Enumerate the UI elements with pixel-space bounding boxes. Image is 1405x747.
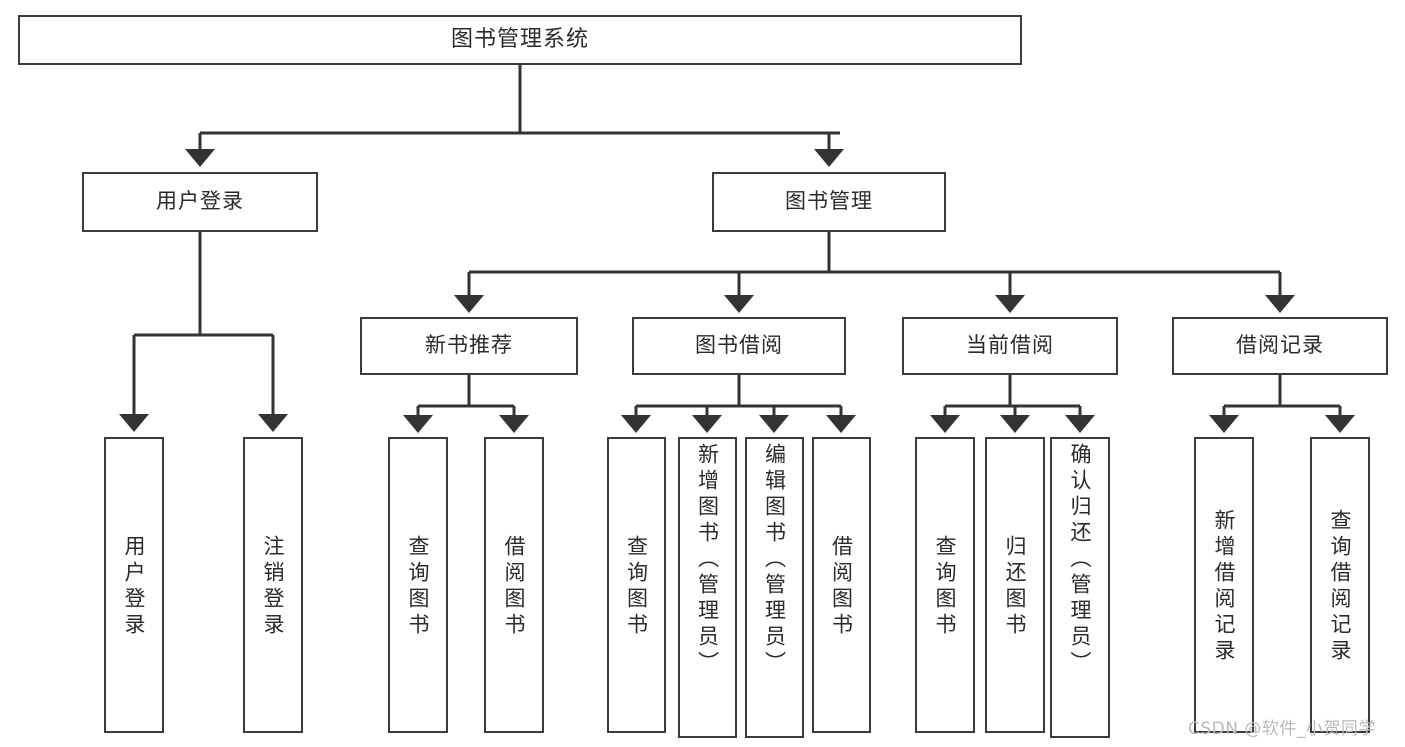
node-leaf-add-book[interactable]: 新增图书（管理员） bbox=[678, 437, 737, 738]
node-book-borrow[interactable]: 图书借阅 bbox=[632, 317, 846, 375]
leaf-inner: 新增图书（管理员） bbox=[680, 443, 735, 736]
node-leaf-add-record-label: 新增借阅记录 bbox=[1212, 509, 1237, 665]
node-leaf-borrow-book[interactable]: 借阅图书 bbox=[812, 437, 871, 733]
leaf-inner: 查询图书 bbox=[390, 443, 446, 731]
node-leaf-borrow-book-rec[interactable]: 借阅图书 bbox=[484, 437, 544, 733]
node-current-borrow[interactable]: 当前借阅 bbox=[902, 317, 1118, 375]
node-leaf-return-book-label: 归还图书 bbox=[1003, 535, 1028, 639]
node-leaf-query-book-borrow[interactable]: 查询图书 bbox=[607, 437, 666, 733]
node-borrow-record[interactable]: 借阅记录 bbox=[1172, 317, 1388, 375]
leaf-inner: 编辑图书（管理员） bbox=[747, 443, 802, 736]
node-leaf-confirm-return[interactable]: 确认归还（管理员） bbox=[1050, 437, 1110, 738]
watermark: CSDN @软件_小贺同学 bbox=[1188, 719, 1376, 739]
leaf-inner: 借阅图书 bbox=[814, 443, 869, 731]
node-leaf-query-record-label: 查询借阅记录 bbox=[1328, 509, 1353, 665]
node-leaf-query-book-rec-label: 查询图书 bbox=[406, 535, 431, 639]
node-leaf-edit-book[interactable]: 编辑图书（管理员） bbox=[745, 437, 804, 738]
node-book-borrow-label: 图书借阅 bbox=[695, 333, 783, 358]
node-new-book-rec[interactable]: 新书推荐 bbox=[360, 317, 578, 375]
leaf-inner: 用户登录 bbox=[106, 443, 162, 731]
node-leaf-add-book-label: 新增图书（管理员） bbox=[695, 443, 720, 677]
node-leaf-borrow-book-rec-label: 借阅图书 bbox=[502, 535, 527, 639]
node-leaf-logout[interactable]: 注销登录 bbox=[243, 437, 303, 733]
node-leaf-borrow-book-label: 借阅图书 bbox=[829, 535, 854, 639]
node-leaf-query-book-borrow-label: 查询图书 bbox=[624, 535, 649, 639]
node-book-manage[interactable]: 图书管理 bbox=[712, 172, 946, 232]
node-leaf-user-login[interactable]: 用户登录 bbox=[104, 437, 164, 733]
node-book-manage-label: 图书管理 bbox=[785, 189, 873, 214]
leaf-inner: 查询图书 bbox=[609, 443, 664, 731]
leaf-inner: 借阅图书 bbox=[486, 443, 542, 731]
node-leaf-query-book-cur[interactable]: 查询图书 bbox=[915, 437, 975, 733]
leaf-inner: 归还图书 bbox=[987, 443, 1043, 731]
node-leaf-logout-label: 注销登录 bbox=[261, 535, 286, 639]
node-borrow-record-label: 借阅记录 bbox=[1236, 333, 1324, 358]
node-leaf-user-login-label: 用户登录 bbox=[122, 535, 147, 639]
leaf-inner: 新增借阅记录 bbox=[1196, 443, 1252, 731]
node-leaf-edit-book-label: 编辑图书（管理员） bbox=[762, 443, 787, 677]
node-leaf-query-book-cur-label: 查询图书 bbox=[933, 535, 958, 639]
node-leaf-query-book-rec[interactable]: 查询图书 bbox=[388, 437, 448, 733]
node-user-login[interactable]: 用户登录 bbox=[82, 172, 318, 232]
node-leaf-query-record[interactable]: 查询借阅记录 bbox=[1310, 437, 1370, 733]
node-leaf-confirm-return-label: 确认归还（管理员） bbox=[1068, 443, 1093, 677]
leaf-inner: 注销登录 bbox=[245, 443, 301, 731]
node-leaf-return-book[interactable]: 归还图书 bbox=[985, 437, 1045, 733]
leaf-inner: 查询借阅记录 bbox=[1312, 443, 1368, 731]
node-leaf-add-record[interactable]: 新增借阅记录 bbox=[1194, 437, 1254, 733]
node-root-label: 图书管理系统 bbox=[450, 26, 589, 52]
leaf-inner: 确认归还（管理员） bbox=[1052, 443, 1108, 736]
node-current-borrow-label: 当前借阅 bbox=[966, 333, 1054, 358]
node-user-login-label: 用户登录 bbox=[156, 189, 244, 214]
node-root[interactable]: 图书管理系统 bbox=[18, 15, 1022, 65]
node-new-book-rec-label: 新书推荐 bbox=[425, 333, 513, 358]
leaf-inner: 查询图书 bbox=[917, 443, 973, 731]
